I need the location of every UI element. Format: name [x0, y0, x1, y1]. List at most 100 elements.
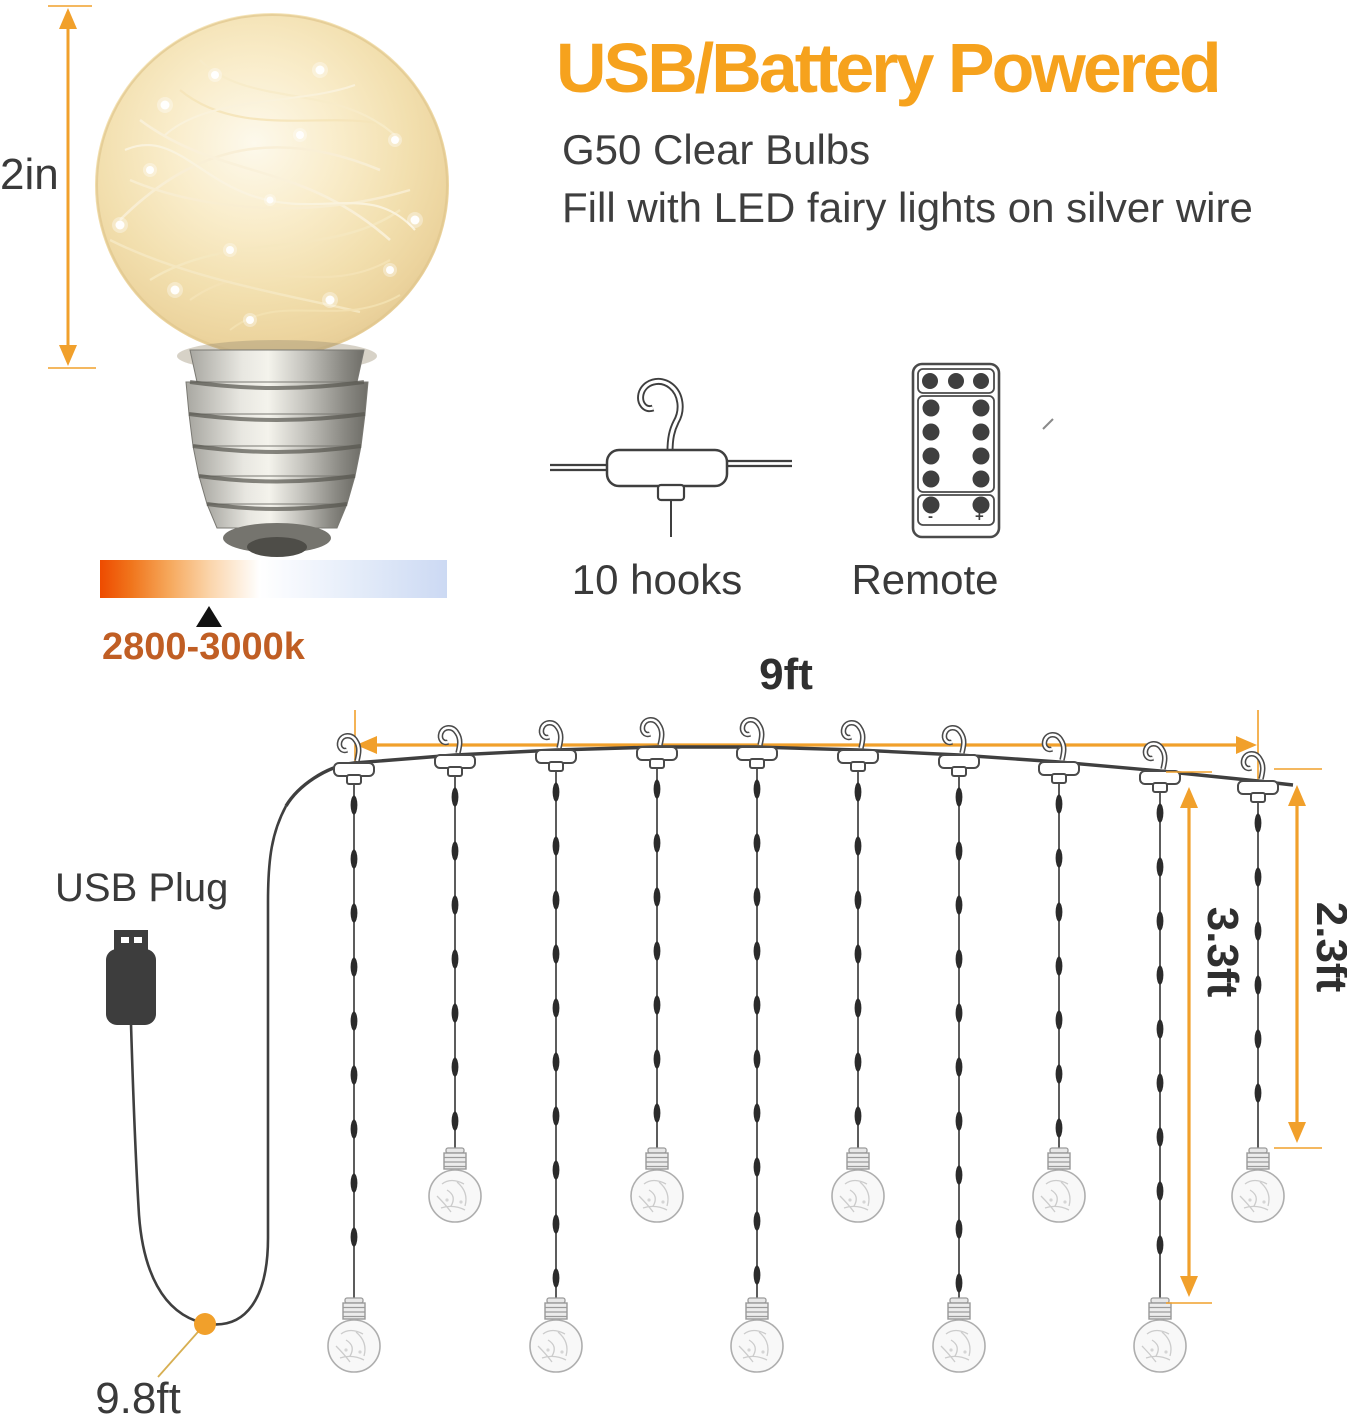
led-bead	[552, 1160, 560, 1180]
remote-minus-label: -	[928, 508, 933, 525]
hook-illustration	[550, 377, 792, 537]
led-bead	[955, 1111, 963, 1131]
led-bead	[552, 836, 560, 856]
led-bead	[955, 895, 963, 915]
led-bead	[451, 1111, 459, 1131]
led-bead	[854, 836, 862, 856]
strand-long	[529, 723, 583, 1373]
strand-long	[1133, 744, 1187, 1373]
strand-long	[932, 728, 986, 1373]
led-bead	[451, 895, 459, 915]
led-bead	[653, 995, 661, 1015]
led-bead	[653, 941, 661, 961]
cable-length-label: 9.8ft	[95, 1374, 181, 1420]
led-bead	[1055, 794, 1063, 814]
led-bead	[753, 833, 761, 853]
led-bead	[653, 1049, 661, 1069]
hanging-bulb	[630, 1147, 684, 1223]
led-bead	[350, 1065, 358, 1085]
hooks-count-label: 10 hooks	[571, 556, 743, 603]
remote-illustration: - +	[911, 362, 1001, 539]
drop-arrow-33ft	[1166, 771, 1212, 1304]
cable-pointer-line	[157, 1323, 206, 1378]
led-bead	[1055, 848, 1063, 868]
bulb-screw-base	[177, 340, 377, 557]
usb-plug-label: USB Plug	[55, 866, 229, 910]
hanging-hook	[939, 728, 979, 776]
bulb-height-label: 2in	[0, 150, 59, 199]
hanging-bulb	[529, 1297, 583, 1373]
long-drop-label: 3.3ft	[1198, 906, 1247, 998]
led-bead	[753, 1157, 761, 1177]
led-bead	[1254, 1083, 1262, 1103]
strand-long	[327, 736, 381, 1373]
led-bead	[350, 1011, 358, 1031]
strand-short	[1231, 754, 1285, 1223]
led-bead	[854, 1106, 862, 1126]
led-bead	[552, 782, 560, 802]
led-bead	[350, 849, 358, 869]
led-bead	[451, 787, 459, 807]
led-bead	[552, 1268, 560, 1288]
led-bead	[552, 1052, 560, 1072]
led-bead	[350, 957, 358, 977]
led-bead	[955, 1219, 963, 1239]
span-arrow-9ft	[354, 710, 1259, 780]
bulb-sparkles	[112, 62, 423, 327]
led-bead	[955, 1057, 963, 1077]
strand-short	[428, 728, 482, 1223]
led-bead	[451, 841, 459, 861]
led-bead	[350, 1119, 358, 1139]
usb-plug-icon	[106, 930, 156, 1025]
led-bead	[552, 1106, 560, 1126]
led-bead	[451, 949, 459, 969]
led-bead	[1055, 956, 1063, 976]
hanging-hook	[838, 723, 878, 771]
hanging-hook	[536, 723, 576, 771]
led-bead	[1156, 1235, 1164, 1255]
hanging-hook	[1039, 735, 1079, 783]
led-bead	[350, 795, 358, 815]
led-bead	[1254, 921, 1262, 941]
led-bead	[1156, 1073, 1164, 1093]
led-bead	[350, 1173, 358, 1193]
led-bead	[955, 841, 963, 861]
color-temperature-label: 2800-3000k	[102, 626, 305, 668]
led-bead	[1156, 965, 1164, 985]
color-temperature-bar	[100, 560, 447, 598]
led-bead	[1156, 1127, 1164, 1147]
led-bead	[854, 1052, 862, 1072]
led-bead	[1055, 1118, 1063, 1138]
led-bead	[955, 1003, 963, 1023]
cable-point-dot	[194, 1313, 216, 1335]
led-bead	[1156, 803, 1164, 823]
led-bead	[753, 779, 761, 799]
led-bead	[854, 944, 862, 964]
led-bead	[753, 995, 761, 1015]
drop-arrow-23ft	[1274, 768, 1322, 1149]
led-bead	[753, 941, 761, 961]
led-bead	[854, 782, 862, 802]
led-bead	[753, 1265, 761, 1285]
led-bead	[653, 1103, 661, 1123]
led-bead	[1254, 975, 1262, 995]
strand-short	[1032, 735, 1086, 1223]
led-bead	[1055, 1010, 1063, 1030]
hanging-bulb	[730, 1297, 784, 1373]
strand-short	[630, 720, 684, 1223]
hanging-hook	[435, 728, 475, 776]
led-bead	[552, 890, 560, 910]
led-bead	[955, 787, 963, 807]
strand-short	[831, 723, 885, 1223]
hanging-bulb	[1032, 1147, 1086, 1223]
short-drop-label: 2.3ft	[1307, 901, 1347, 993]
subtitle-bulb-type: G50 Clear Bulbs	[562, 126, 871, 173]
hanging-hook	[1140, 744, 1180, 792]
hanging-bulb	[831, 1147, 885, 1223]
bulb-height-arrow	[48, 5, 96, 369]
hanging-bulb	[1231, 1147, 1285, 1223]
remote-label: Remote	[851, 556, 999, 603]
page-title: USB/Battery Powered	[556, 29, 1222, 107]
led-bead	[653, 833, 661, 853]
